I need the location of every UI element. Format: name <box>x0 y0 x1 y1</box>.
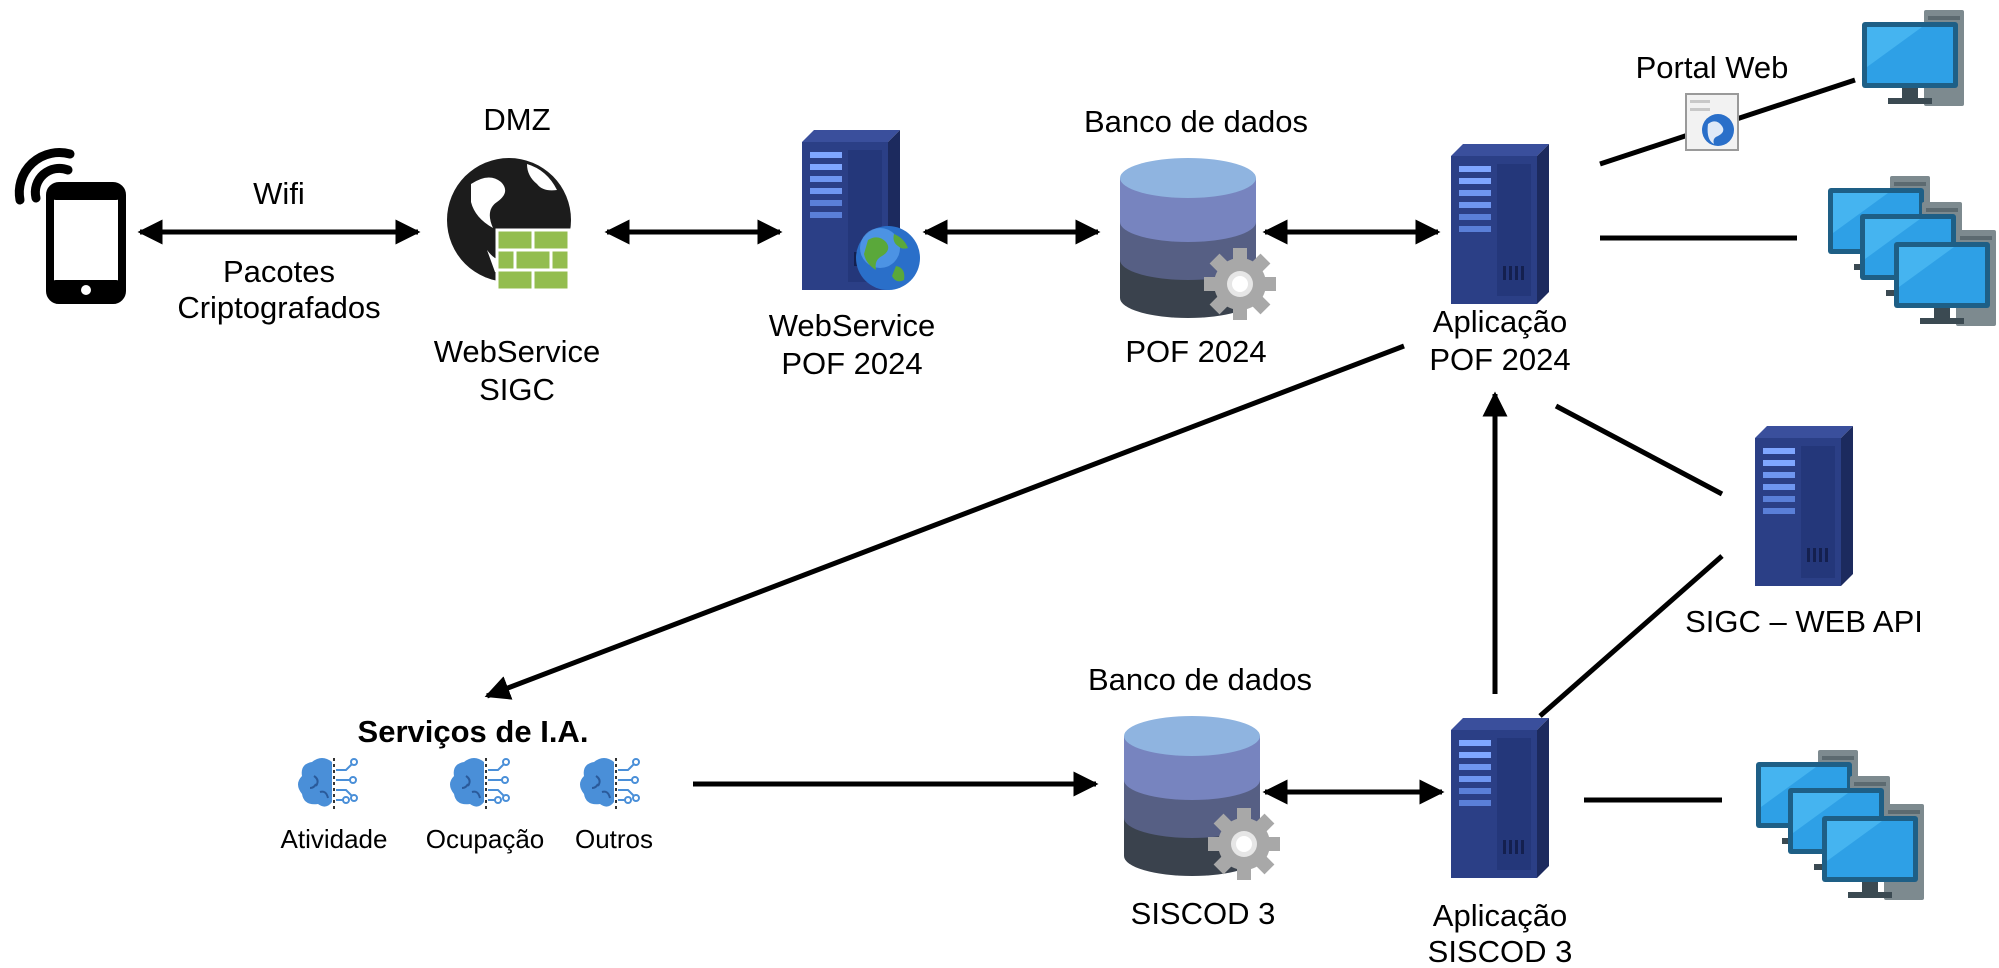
dmz-title: DMZ <box>483 102 550 137</box>
db-pof-label: POF 2024 <box>1125 334 1266 369</box>
database-icon <box>1124 716 1280 880</box>
server-icon <box>1451 718 1549 878</box>
app-pof-label-line2: POF 2024 <box>1429 342 1570 377</box>
brain-ai-icon <box>297 757 358 811</box>
server-globe-icon <box>802 130 920 290</box>
app-pof-label-line1: Aplicação <box>1433 304 1567 339</box>
database-icon <box>1120 158 1276 320</box>
ia-item-outros: Outros <box>575 824 653 854</box>
smartphone-wifi-icon <box>14 148 126 304</box>
app-siscod-label-line1: Aplicação <box>1433 898 1567 933</box>
portal-web-label: Portal Web <box>1636 50 1789 85</box>
wifi-label: Wifi <box>253 176 305 211</box>
edge-app-pof-ia <box>484 343 1405 700</box>
sigc-api-label: SIGC – WEB API <box>1685 604 1923 639</box>
computer-icon <box>1862 10 1964 106</box>
db-siscod-label: SISCOD 3 <box>1131 896 1276 931</box>
encrypted-label-line2: Criptografados <box>177 290 380 325</box>
webservice-sigc-label-line2: SIGC <box>479 372 555 407</box>
encrypted-label-line1: Pacotes <box>223 254 335 289</box>
db-siscod-title: Banco de dados <box>1088 662 1312 697</box>
ia-title: Serviços de I.A. <box>358 714 589 749</box>
edges <box>137 77 1856 805</box>
webservice-sigc-label-line1: WebService <box>434 334 601 369</box>
server-icon <box>1451 144 1549 304</box>
globe-firewall-icon <box>447 158 571 292</box>
webservice-pof-label-line1: WebService <box>769 308 936 343</box>
webservice-pof-label-line2: POF 2024 <box>781 346 922 381</box>
app-siscod-label-line2: SISCOD 3 <box>1428 934 1573 968</box>
computer-group-icon <box>1828 176 1996 326</box>
brain-ai-icon <box>449 757 510 811</box>
computer-group-icon <box>1756 750 1924 900</box>
db-pof-title: Banco de dados <box>1084 104 1308 139</box>
edge-app-pof-sigc-api <box>1554 403 1724 497</box>
server-icon <box>1755 426 1853 586</box>
brain-ai-icon <box>579 757 640 811</box>
ia-item-ocupacao: Ocupação <box>426 824 545 854</box>
edge-app-siscod-sigc-api <box>1538 554 1724 718</box>
web-page-icon <box>1685 93 1739 151</box>
ia-item-atividade: Atividade <box>281 824 388 854</box>
